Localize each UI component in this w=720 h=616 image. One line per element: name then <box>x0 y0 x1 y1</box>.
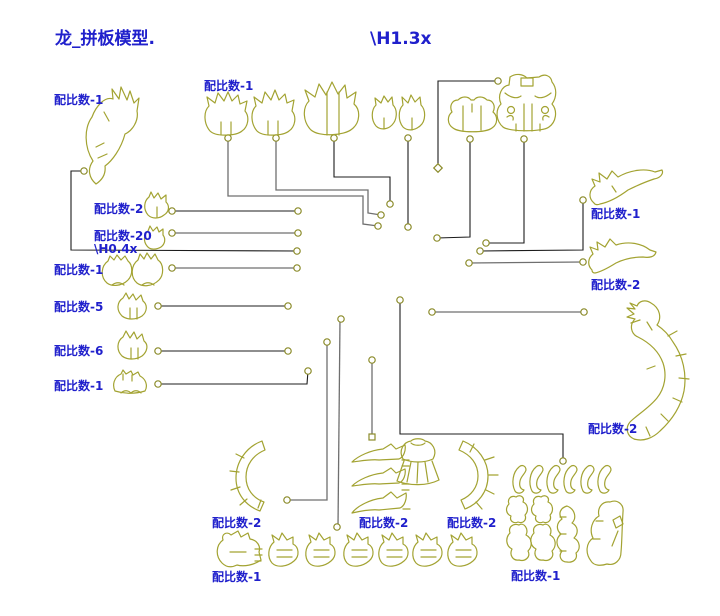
piece-back-spike-1[interactable] <box>204 91 249 136</box>
label-dragon-body[interactable]: 配比数-2 <box>588 421 637 436</box>
label-horn-right-top[interactable]: 配比数-1 <box>591 206 640 221</box>
piece-wavy-strip[interactable] <box>556 505 580 563</box>
label-flame-2[interactable]: 配比数-2 <box>94 201 143 216</box>
piece-flame-2[interactable] <box>144 191 170 219</box>
piece-claw-crescents[interactable] <box>512 464 612 494</box>
piece-mushroom-skirt[interactable] <box>396 438 440 486</box>
label-flame-20-scale[interactable]: \H0.4x <box>94 242 138 256</box>
label-claw-cluster[interactable]: 配比数-1 <box>511 568 560 583</box>
label-feather[interactable]: 配比数-1 <box>54 92 103 107</box>
label-crescent-mid[interactable]: 配比数-2 <box>447 515 496 530</box>
label-top-spikes[interactable]: 配比数-1 <box>204 78 253 93</box>
node-markers <box>80 77 588 531</box>
piece-back-spike-small-b[interactable] <box>398 94 426 131</box>
piece-peanut-small-pair[interactable] <box>505 495 554 524</box>
piece-horn-right-mid[interactable] <box>588 238 657 274</box>
label-horn-right-mid[interactable]: 配比数-2 <box>591 277 640 292</box>
piece-back-spike-large[interactable] <box>303 81 360 136</box>
label-horn-stack[interactable]: 配比数-2 <box>359 515 408 530</box>
piece-back-spike-2[interactable] <box>251 89 296 136</box>
piece-flame-5[interactable] <box>117 292 147 320</box>
piece-flame-20[interactable] <box>143 225 166 250</box>
scale-annotation[interactable]: \H1.3x <box>370 29 432 49</box>
label-dome[interactable]: 配比数-1 <box>54 378 103 393</box>
label-flame-6[interactable]: 配比数-6 <box>54 343 103 358</box>
piece-back-spike-small-a[interactable] <box>371 95 397 130</box>
piece-molar-bridge[interactable] <box>447 96 498 133</box>
label-crescent-left[interactable]: 配比数-2 <box>212 515 261 530</box>
piece-crescent-mid[interactable] <box>458 440 499 510</box>
piece-feather-blade[interactable] <box>85 86 140 185</box>
label-flame-20[interactable]: 配比数-20 <box>94 228 152 243</box>
piece-flame-6[interactable] <box>117 330 148 360</box>
piece-dragon-body-s[interactable] <box>626 300 690 441</box>
piece-dragon-face[interactable] <box>496 73 557 132</box>
piece-paw-pair[interactable] <box>101 252 164 287</box>
piece-horn-right-top[interactable] <box>589 169 664 206</box>
piece-peanut-large-pair[interactable] <box>506 523 556 562</box>
piece-big-curve[interactable] <box>586 500 624 566</box>
label-flame-5[interactable]: 配比数-5 <box>54 299 103 314</box>
label-head-row[interactable]: 配比数-1 <box>212 569 261 584</box>
label-paw-pair[interactable]: 配比数-1 <box>54 262 103 277</box>
leader-lines <box>70 80 584 528</box>
drawing-title[interactable]: 龙_拼板模型. <box>54 28 155 49</box>
piece-head-row[interactable] <box>216 530 478 568</box>
piece-crescent-left[interactable] <box>229 440 266 512</box>
piece-dome[interactable] <box>113 369 147 394</box>
